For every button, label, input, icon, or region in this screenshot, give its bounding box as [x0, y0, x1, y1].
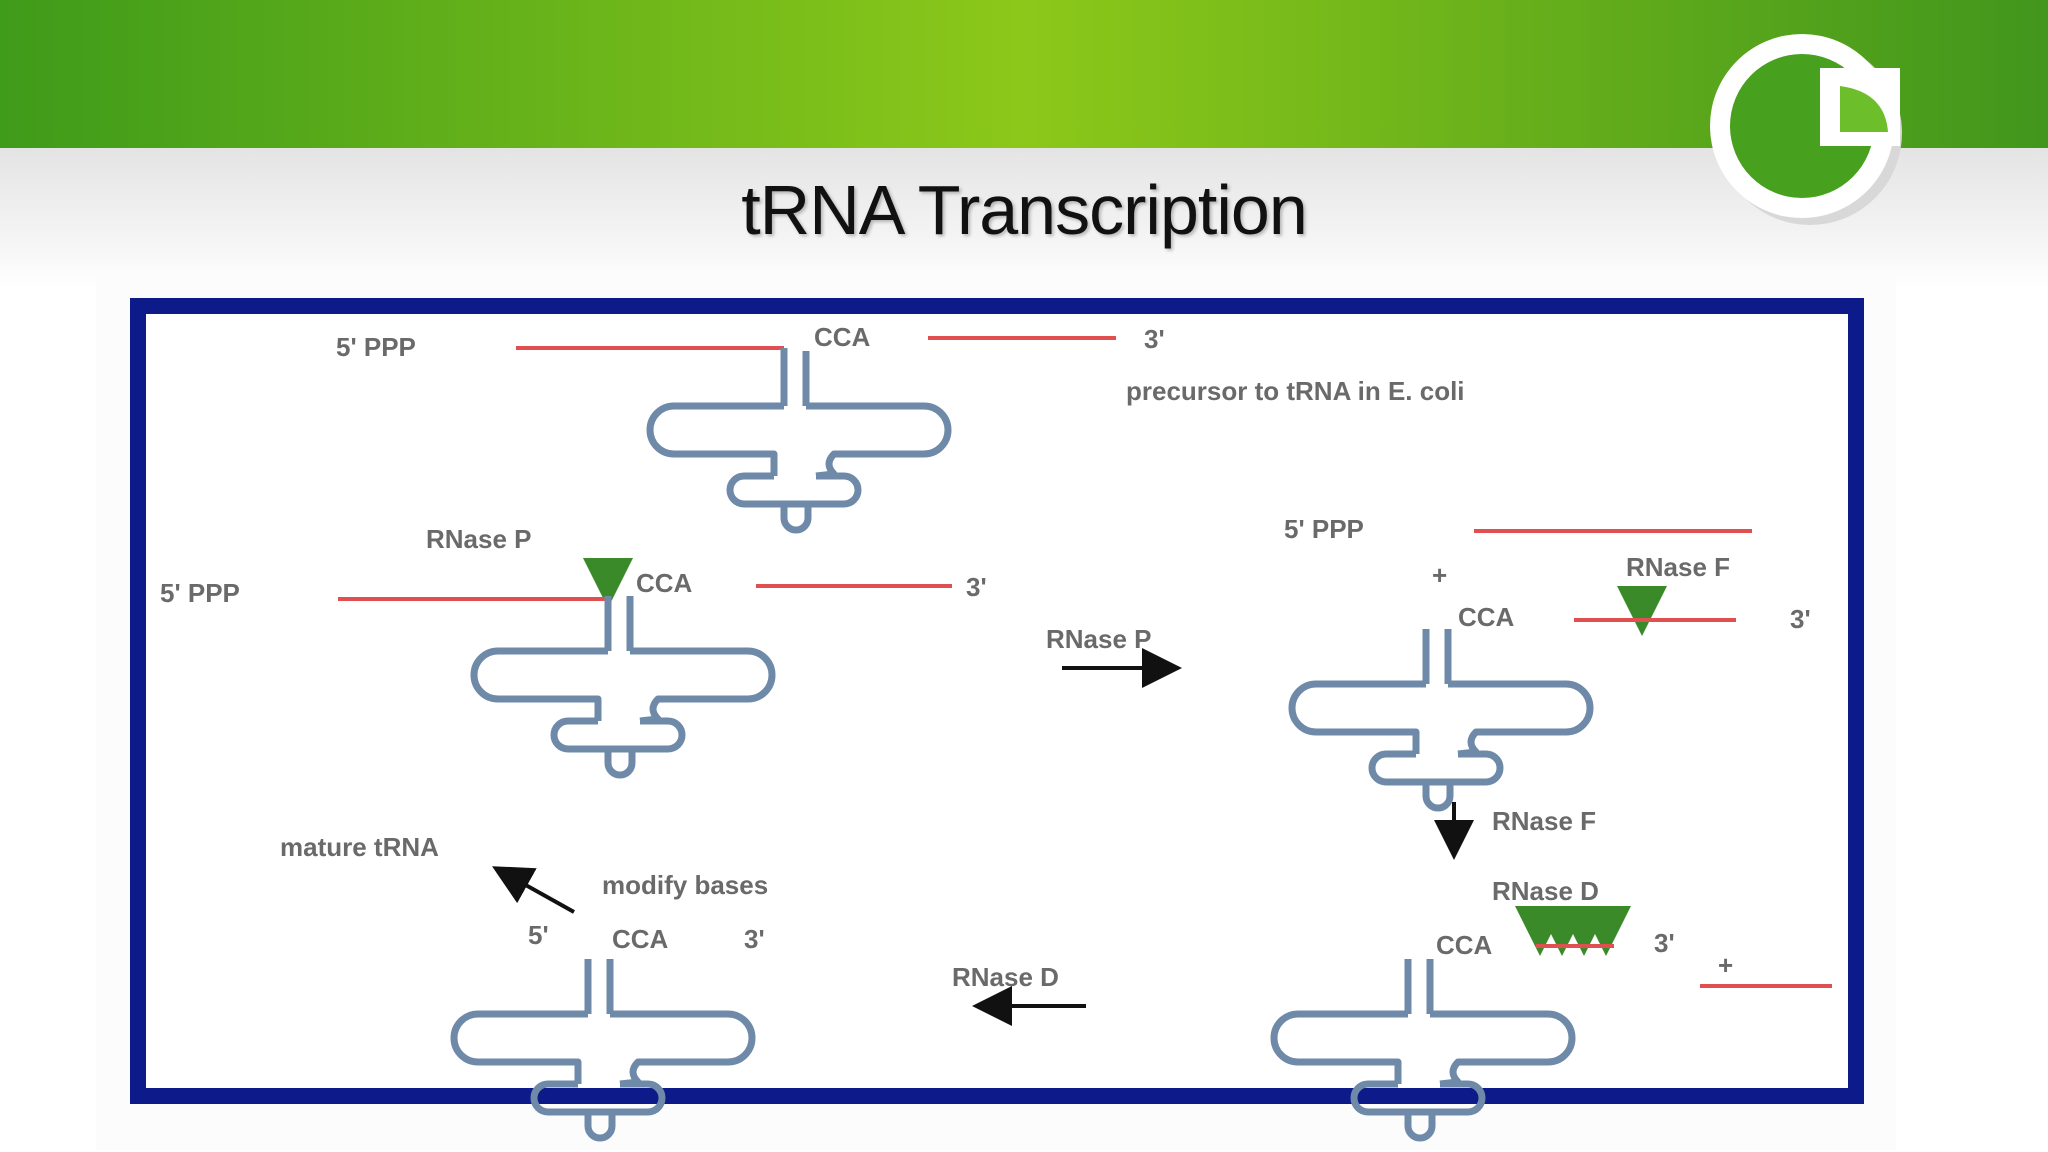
slide-title: tRNA Transcription: [741, 171, 1308, 249]
caption-precursor: precursor to tRNA in E. coli: [1126, 376, 1465, 406]
label-5ppp: 5' PPP: [160, 578, 240, 608]
stage-4-rnased: RNase D CCA 3' +: [1274, 876, 1832, 1138]
label-3: 3': [1654, 928, 1675, 958]
label-rnasef: RNase F: [1626, 552, 1730, 582]
label-rnased: RNase D: [1492, 876, 1599, 906]
label-cca: CCA: [612, 924, 669, 954]
logo-icon: [1710, 34, 1902, 225]
modify-arrow: [492, 866, 575, 914]
label-modify-bases: modify bases: [602, 870, 768, 900]
stage-5-mature: mature tRNA modify bases 5' CCA 3': [280, 832, 768, 1138]
label-cca: CCA: [636, 568, 693, 598]
stage-1-precursor: 5' PPP CCA 3' precursor to tRNA in E. co…: [336, 322, 1465, 530]
label-5ppp: 5' PPP: [336, 332, 416, 362]
step-rnasep-label: RNase P: [1046, 624, 1152, 654]
step-rnased: RNase D: [952, 962, 1086, 1026]
label-5ppp: 5' PPP: [1284, 514, 1364, 544]
label-cca: CCA: [814, 322, 871, 352]
step-rnasef: RNase F: [1434, 802, 1596, 860]
label-rnasep: RNase P: [426, 524, 532, 554]
figure-card: 5' PPP CCA 3' precursor to tRNA in E. co…: [96, 276, 1896, 1150]
label-cca: CCA: [1458, 602, 1515, 632]
stage-3-rnasef: 5' PPP + RNase F CCA 3': [1284, 514, 1811, 808]
label-plus: +: [1718, 950, 1733, 980]
label-mature-trna: mature tRNA: [280, 832, 439, 862]
label-3: 3': [1790, 604, 1811, 634]
logo-wedge: [1840, 86, 1888, 132]
label-3: 3': [966, 572, 987, 602]
label-3: 3': [1144, 324, 1165, 354]
header-bar: [0, 0, 2048, 148]
header-shade: [0, 148, 2048, 288]
label-5: 5': [528, 920, 549, 950]
label-plus: +: [1432, 560, 1447, 590]
step-rnasef-label: RNase F: [1492, 806, 1596, 836]
trna-processing-diagram: 5' PPP CCA 3' precursor to tRNA in E. co…: [130, 298, 1864, 1150]
step-rnased-label: RNase D: [952, 962, 1059, 992]
label-cca: CCA: [1436, 930, 1493, 960]
step-rnasep: RNase P: [1046, 624, 1182, 688]
label-3: 3': [744, 924, 765, 954]
stage-2-rnasep: RNase P 5' PPP CCA 3': [160, 524, 987, 775]
diagram-frame: [130, 298, 1864, 1104]
